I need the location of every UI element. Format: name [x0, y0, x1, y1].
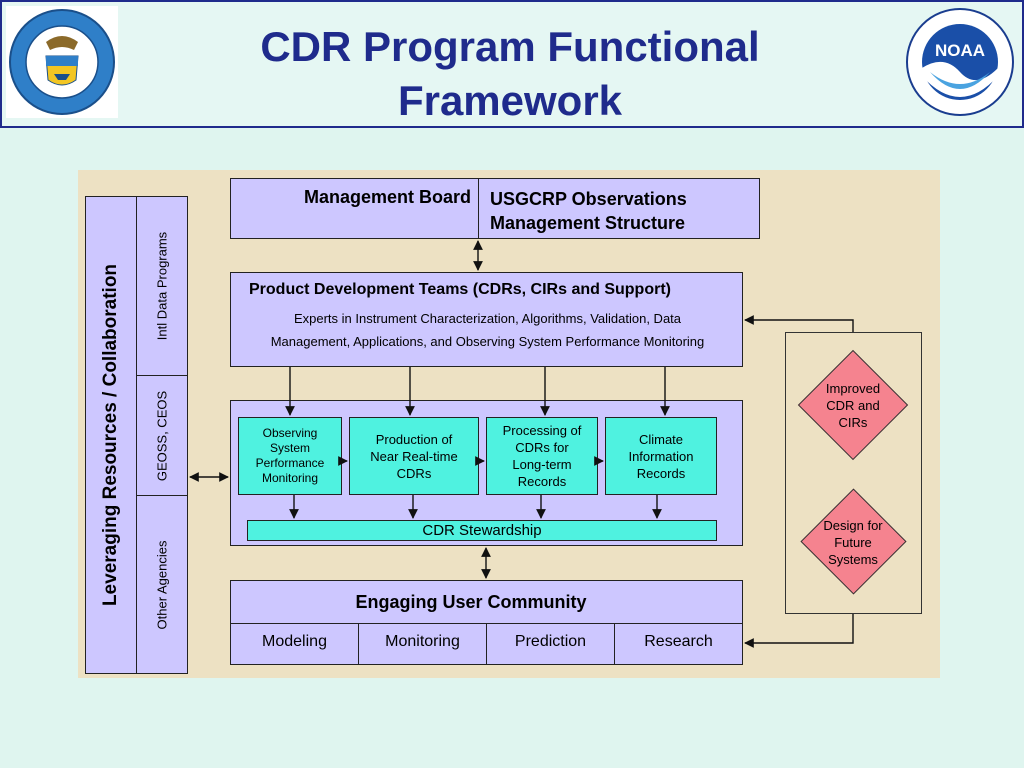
usgcrp-line-1: USGCRP Observations	[490, 189, 687, 209]
user-item-label: Prediction	[514, 633, 587, 650]
title-line-2: Framework	[397, 77, 623, 124]
cdr-stewardship-label: CDR Stewardship	[422, 522, 542, 539]
product-teams-desc-line-2: Management, Applications, and Observing …	[270, 334, 705, 349]
process-box-line: Monitoring	[261, 471, 318, 485]
process-box-line: Information	[628, 448, 694, 464]
product-development-teams-box: Product Development Teams (CDRs, CIRs an…	[230, 272, 743, 367]
user-item-research: Research	[614, 623, 743, 665]
management-board-label: Management Board	[303, 187, 471, 207]
user-community-box: Engaging User Community	[230, 580, 743, 624]
page-title: CDR Program Functional Framework	[150, 20, 870, 128]
usgcrp-label: USGCRP Observations Management Structure	[490, 187, 687, 235]
process-box-observing: Observing System Performance Monitoring	[238, 417, 342, 495]
process-box-line: Records	[636, 465, 686, 481]
header-bar	[0, 0, 1024, 128]
collab-segment-label: Intl Data Programs	[154, 231, 170, 341]
diamond-line: Design for	[823, 517, 883, 533]
department-of-commerce-seal-icon	[6, 6, 118, 118]
diamond-line: CIRs	[838, 414, 868, 430]
diamond-line: CDR and	[826, 397, 880, 413]
leveraging-resources-label: Leveraging Resources / Collaboration	[100, 263, 121, 607]
cdr-stewardship-bar: CDR Stewardship	[247, 520, 717, 541]
process-box-line: Climate	[638, 431, 684, 447]
noaa-logo-text: NOAA	[935, 41, 985, 60]
process-box-line: Performance	[255, 456, 325, 470]
process-box-line: Long-term	[512, 457, 572, 472]
future-systems-label: Design for Future Systems	[798, 502, 908, 582]
usgcrp-box: USGCRP Observations Management Structure	[478, 178, 760, 239]
diamond-line: Improved	[825, 380, 881, 396]
management-board-box: Management Board	[230, 178, 479, 239]
collab-segment-label: GEOSS, CEOS	[154, 390, 170, 481]
user-community-title: Engaging User Community	[355, 592, 587, 612]
improved-cdr-label: Improved CDR and CIRs	[798, 365, 908, 445]
process-box-line: System	[269, 441, 310, 455]
process-box-line: CDRs	[396, 465, 432, 481]
diamond-line: Systems	[828, 551, 878, 567]
process-box-line: Observing	[262, 426, 318, 440]
product-teams-desc-line-1: Experts in Instrument Characterization, …	[293, 311, 682, 326]
process-box-line: Production of	[375, 431, 453, 447]
user-item-monitoring: Monitoring	[358, 623, 487, 665]
product-teams-description: Experts in Instrument Characterization, …	[231, 307, 744, 353]
title-line-1: CDR Program Functional	[260, 23, 760, 70]
collab-segment-label: Other Agencies	[154, 540, 170, 629]
process-box-production: Production of Near Real-time CDRs	[349, 417, 479, 495]
collab-segment-geoss: GEOSS, CEOS	[136, 375, 188, 496]
usgcrp-line-2: Management Structure	[490, 213, 686, 233]
leveraging-resources-bar: Leveraging Resources / Collaboration	[85, 196, 137, 674]
user-item-modeling: Modeling	[230, 623, 359, 665]
diamond-line: Future	[834, 534, 872, 550]
process-box-line: Near Real-time	[370, 448, 458, 464]
collab-segment-intl: Intl Data Programs	[136, 196, 188, 376]
user-item-label: Modeling	[262, 633, 327, 650]
process-box-line: Processing of	[502, 423, 582, 438]
process-box-climate: Climate Information Records	[605, 417, 717, 495]
product-teams-title: Product Development Teams (CDRs, CIRs an…	[249, 281, 671, 298]
collab-segment-agencies: Other Agencies	[136, 495, 188, 674]
process-box-line: CDRs for	[515, 440, 569, 455]
user-item-label: Monitoring	[385, 633, 460, 650]
noaa-logo-icon: NOAA	[904, 6, 1016, 118]
process-box-line: Records	[517, 474, 567, 489]
user-item-label: Research	[644, 633, 713, 650]
user-item-prediction: Prediction	[486, 623, 615, 665]
process-box-processing: Processing of CDRs for Long-term Records	[486, 417, 598, 495]
